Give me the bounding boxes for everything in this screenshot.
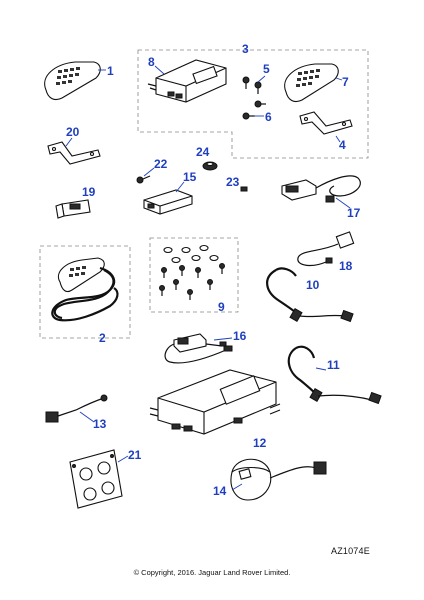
module-part-15 bbox=[143, 189, 193, 215]
leader-21 bbox=[117, 455, 129, 463]
callout-5[interactable]: 5 bbox=[263, 62, 270, 76]
callout-2[interactable]: 2 bbox=[99, 331, 106, 345]
leader-16 bbox=[213, 337, 233, 341]
handset-part-1 bbox=[44, 61, 101, 101]
leader-22 bbox=[143, 167, 155, 177]
callout-4[interactable]: 4 bbox=[339, 138, 346, 152]
copyright-notice: © Copyright, 2016. Jaguar Land Rover Lim… bbox=[133, 568, 291, 577]
callout-1[interactable]: 1 bbox=[107, 64, 114, 78]
callout-20[interactable]: 20 bbox=[66, 125, 80, 139]
callout-13[interactable]: 13 bbox=[93, 417, 107, 431]
lead-part-13 bbox=[45, 394, 108, 423]
callout-24[interactable]: 24 bbox=[196, 145, 210, 159]
screw-part-22 bbox=[136, 175, 151, 184]
bracket-part-4 bbox=[299, 111, 353, 135]
microphone-part-17 bbox=[281, 175, 361, 203]
harness-part-10 bbox=[266, 267, 354, 323]
callout-17[interactable]: 17 bbox=[347, 206, 361, 220]
screws-part-5 bbox=[242, 76, 262, 94]
harness-part-11 bbox=[287, 345, 382, 405]
callout-12[interactable]: 12 bbox=[253, 436, 267, 450]
callout-22[interactable]: 22 bbox=[154, 157, 168, 171]
speaker-part-14 bbox=[230, 458, 327, 501]
callout-19[interactable]: 19 bbox=[82, 185, 96, 199]
leader-17 bbox=[335, 197, 351, 209]
leader-15 bbox=[175, 181, 185, 193]
callout-16[interactable]: 16 bbox=[233, 329, 247, 343]
callout-15[interactable]: 15 bbox=[183, 170, 197, 184]
bracket-part-20 bbox=[47, 141, 101, 165]
handset-part-7 bbox=[284, 63, 339, 103]
module-part-8 bbox=[147, 59, 227, 103]
callout-21[interactable]: 21 bbox=[128, 448, 142, 462]
module-part-12 bbox=[149, 369, 281, 435]
grommet-part-24 bbox=[202, 161, 218, 171]
leader-8 bbox=[154, 65, 165, 75]
callout-10[interactable]: 10 bbox=[306, 278, 320, 292]
lead-part-16 bbox=[164, 333, 233, 364]
leader-11 bbox=[315, 367, 327, 371]
callout-14[interactable]: 14 bbox=[213, 484, 227, 498]
bracket-part-19 bbox=[55, 199, 91, 219]
callout-11[interactable]: 11 bbox=[327, 358, 340, 372]
callout-9[interactable]: 9 bbox=[218, 300, 225, 314]
callout-7[interactable]: 7 bbox=[342, 75, 349, 89]
callout-3[interactable]: 3 bbox=[242, 42, 249, 56]
leader-13 bbox=[79, 411, 95, 423]
leader-4 bbox=[335, 135, 341, 143]
leader-7 bbox=[335, 77, 343, 81]
screws-part-6 bbox=[242, 100, 266, 120]
callout-23[interactable]: 23 bbox=[226, 175, 240, 189]
diagram-reference-code: AZ1074E bbox=[331, 546, 370, 556]
callout-8[interactable]: 8 bbox=[148, 55, 155, 69]
plate-part-21 bbox=[69, 449, 123, 509]
handset-part-2 bbox=[51, 257, 119, 322]
callout-6[interactable]: 6 bbox=[265, 110, 272, 124]
fixing-kit-part-9 bbox=[159, 244, 225, 300]
clip-part-23 bbox=[240, 186, 248, 192]
kit-2-boundary bbox=[39, 245, 131, 339]
callout-18[interactable]: 18 bbox=[339, 259, 353, 273]
leader-5 bbox=[257, 75, 266, 83]
leader-20 bbox=[65, 137, 73, 147]
kit-9-boundary bbox=[149, 237, 239, 313]
leader-14 bbox=[231, 483, 243, 491]
aerial-part-18 bbox=[297, 231, 355, 267]
